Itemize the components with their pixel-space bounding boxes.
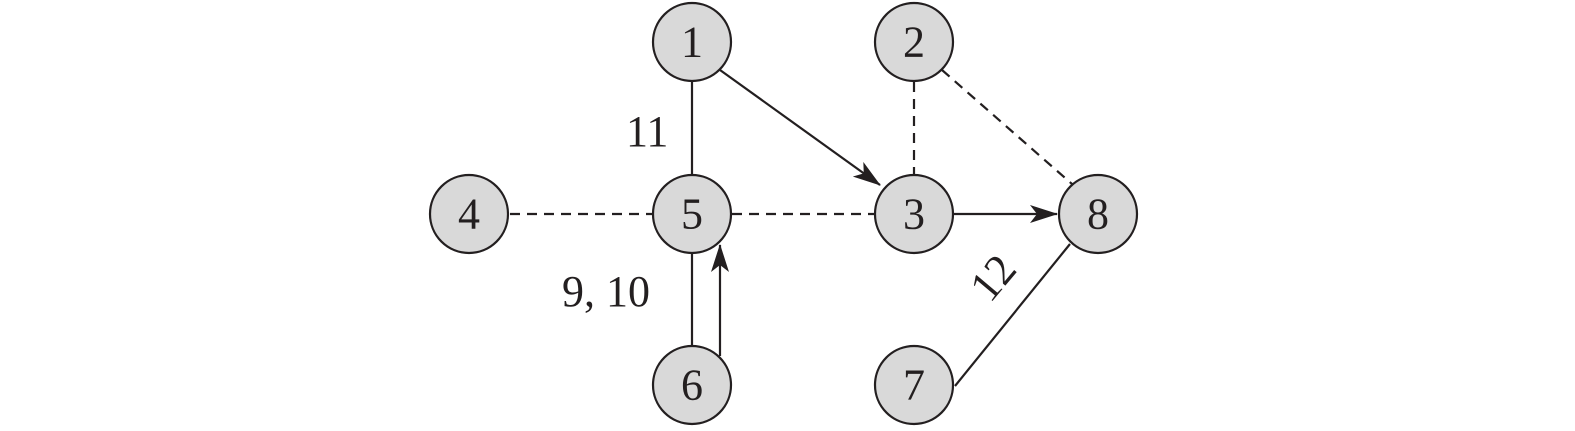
edge-1-3-arrow xyxy=(719,69,881,186)
nodes: 1 2 3 4 5 6 7 xyxy=(428,1,1139,426)
edges xyxy=(510,69,1073,387)
node-7-label: 7 xyxy=(903,361,925,410)
node-1: 1 xyxy=(651,1,733,83)
node-8-label: 8 xyxy=(1087,190,1109,239)
node-5: 5 xyxy=(651,173,733,255)
node-2: 2 xyxy=(873,1,955,83)
node-6: 6 xyxy=(651,344,733,426)
edge-7-8 xyxy=(954,243,1071,387)
edge-label-9-10: 9, 10 xyxy=(562,267,650,316)
node-1-label: 1 xyxy=(681,18,703,67)
node-7: 7 xyxy=(873,344,955,426)
node-3-label: 3 xyxy=(903,190,925,239)
node-5-label: 5 xyxy=(681,190,703,239)
edge-label-12: 12 xyxy=(960,245,1026,310)
edge-label-11: 11 xyxy=(626,107,668,156)
node-4-label: 4 xyxy=(458,190,480,239)
edge-labels: 11 9, 10 12 xyxy=(562,107,1026,316)
node-2-label: 2 xyxy=(903,18,925,67)
node-8: 8 xyxy=(1057,173,1139,255)
edge-2-8 xyxy=(941,69,1073,185)
node-6-label: 6 xyxy=(681,361,703,410)
node-4: 4 xyxy=(428,173,510,255)
node-3: 3 xyxy=(873,173,955,255)
